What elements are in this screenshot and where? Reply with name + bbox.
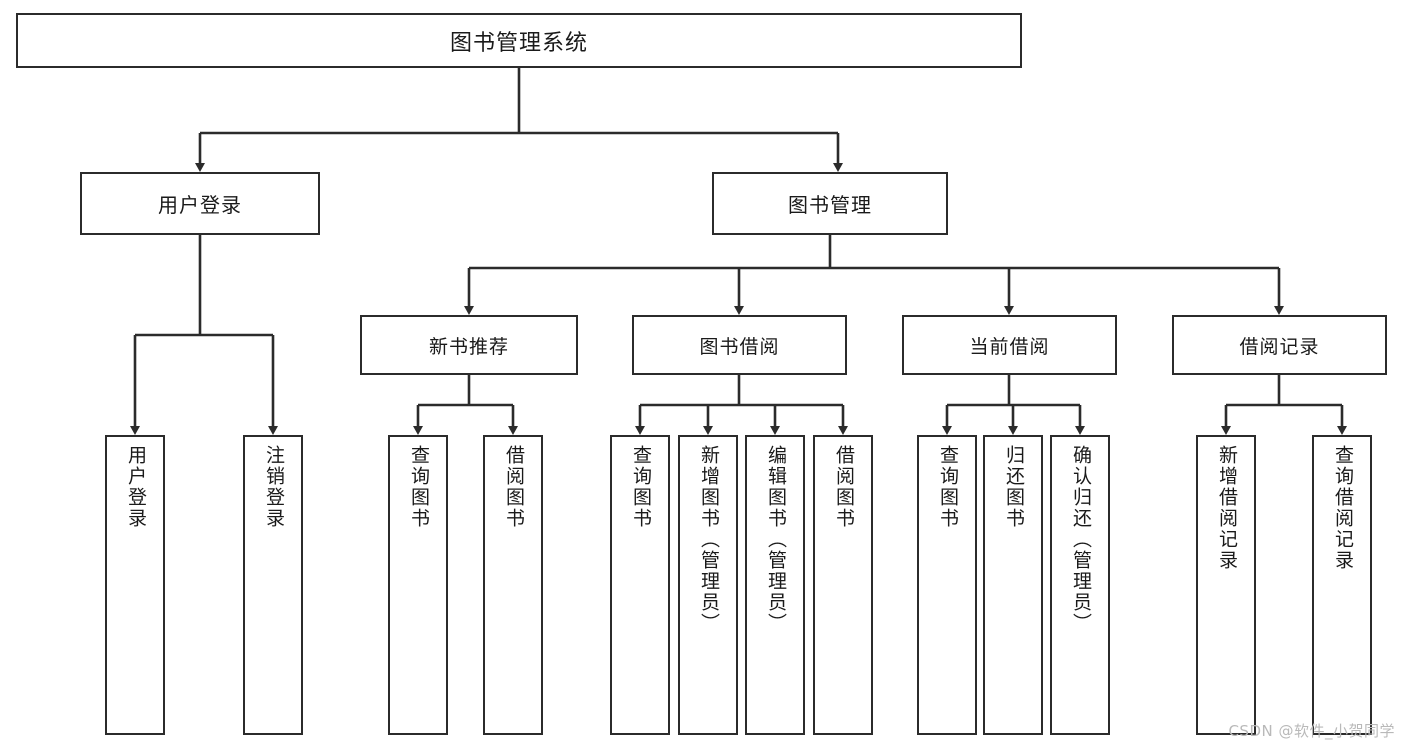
node-leaf-logout-label: 注销登录: [262, 445, 285, 529]
node-leaf-borrow-book-1[interactable]: 借阅图书: [483, 435, 543, 735]
node-user-login[interactable]: 用户登录: [80, 172, 320, 235]
node-leaf-logout[interactable]: 注销登录: [243, 435, 303, 735]
node-leaf-borrow-book-1-label: 借阅图书: [502, 445, 525, 529]
node-root[interactable]: 图书管理系统: [16, 13, 1022, 68]
node-leaf-query-book-2-label: 查询图书: [629, 445, 652, 529]
node-leaf-user-login-label: 用户登录: [124, 445, 147, 529]
node-leaf-edit-book[interactable]: 编辑图书（管理员）: [745, 435, 805, 735]
node-leaf-add-record-label: 新增借阅记录: [1215, 445, 1238, 571]
node-leaf-query-record-label: 查询借阅记录: [1331, 445, 1354, 571]
node-leaf-query-book-3-label: 查询图书: [936, 445, 959, 529]
node-current-borrow-label: 当前借阅: [969, 335, 1050, 358]
node-leaf-query-book-1-label: 查询图书: [407, 445, 430, 529]
node-leaf-add-book[interactable]: 新增图书（管理员）: [678, 435, 738, 735]
node-leaf-query-book-1[interactable]: 查询图书: [388, 435, 448, 735]
node-root-label: 图书管理系统: [449, 30, 588, 56]
node-new-book-rec-label: 新书推荐: [428, 335, 509, 358]
node-book-borrow-label: 图书借阅: [699, 335, 780, 358]
node-leaf-return-book-label: 归还图书: [1002, 445, 1025, 529]
node-borrow-record[interactable]: 借阅记录: [1172, 315, 1387, 375]
node-leaf-borrow-book-2[interactable]: 借阅图书: [813, 435, 873, 735]
node-leaf-user-login[interactable]: 用户登录: [105, 435, 165, 735]
node-current-borrow[interactable]: 当前借阅: [902, 315, 1117, 375]
node-leaf-confirm-return-label: 确认归还（管理员）: [1069, 445, 1092, 634]
node-leaf-add-record[interactable]: 新增借阅记录: [1196, 435, 1256, 735]
node-leaf-add-book-label: 新增图书（管理员）: [697, 445, 720, 634]
node-leaf-borrow-book-2-label: 借阅图书: [832, 445, 855, 529]
node-leaf-query-book-3[interactable]: 查询图书: [917, 435, 977, 735]
node-leaf-return-book[interactable]: 归还图书: [983, 435, 1043, 735]
node-user-login-label: 用户登录: [158, 193, 242, 217]
node-leaf-query-record[interactable]: 查询借阅记录: [1312, 435, 1372, 735]
node-borrow-record-label: 借阅记录: [1239, 335, 1320, 358]
node-book-borrow[interactable]: 图书借阅: [632, 315, 847, 375]
watermark-text: CSDN @软件_小贺同学: [1228, 722, 1395, 740]
node-leaf-confirm-return[interactable]: 确认归还（管理员）: [1050, 435, 1110, 735]
node-leaf-query-book-2[interactable]: 查询图书: [610, 435, 670, 735]
node-leaf-edit-book-label: 编辑图书（管理员）: [764, 445, 787, 634]
node-new-book-rec[interactable]: 新书推荐: [360, 315, 578, 375]
node-book-manage[interactable]: 图书管理: [712, 172, 948, 235]
node-book-manage-label: 图书管理: [788, 193, 872, 217]
